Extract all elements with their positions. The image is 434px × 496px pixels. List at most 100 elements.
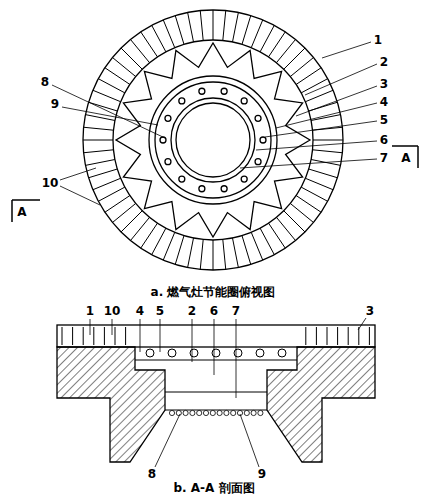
callout-number: 3 [380, 78, 388, 90]
callout-number: 8 [148, 468, 156, 480]
callout-number: 7 [232, 305, 240, 317]
air-hole [278, 349, 286, 357]
fin [62, 327, 63, 345]
callout-number: 1 [86, 305, 94, 317]
ring-circle [155, 82, 271, 198]
fin [269, 223, 286, 248]
fin [93, 327, 94, 345]
fin [105, 196, 130, 213]
callout-number: 7 [380, 152, 388, 164]
callout-number: 10 [104, 305, 121, 317]
gas-hole [165, 115, 171, 121]
fin [337, 327, 338, 345]
fin [163, 20, 174, 48]
callout-number: 9 [258, 468, 266, 480]
fin [113, 203, 136, 222]
caption: a. 燃气灶节能圈俯视图 [151, 286, 276, 298]
star-ring [116, 43, 310, 237]
bottom-hole [244, 410, 249, 415]
air-hole [168, 349, 176, 357]
fin [284, 48, 305, 69]
fin [104, 327, 105, 345]
fin [188, 238, 194, 267]
bottom-hole [251, 410, 256, 415]
fin [348, 327, 349, 345]
fin [72, 327, 73, 345]
outer-circle [83, 10, 343, 270]
air-hole [190, 349, 198, 357]
fin [188, 12, 194, 41]
fin [213, 240, 214, 270]
gas-hole [221, 186, 227, 192]
fin [152, 25, 166, 51]
gas-hole [179, 176, 185, 182]
fin [200, 11, 203, 41]
fin [175, 236, 184, 265]
bottom-hole [190, 410, 195, 415]
fin [309, 169, 338, 178]
callout-number: 3 [366, 305, 374, 317]
fin [89, 169, 118, 178]
fin [83, 140, 113, 141]
fin [296, 196, 321, 213]
bottom-hole [176, 410, 181, 415]
fin [121, 48, 142, 69]
fin [305, 327, 306, 345]
fin [313, 150, 343, 153]
callout-number: 10 [42, 177, 59, 189]
fin [83, 327, 84, 345]
fin [316, 327, 317, 345]
fin [98, 79, 124, 93]
callout-number: 4 [380, 96, 388, 108]
bottom-hole [203, 410, 208, 415]
fin [223, 240, 226, 270]
fin [296, 68, 321, 85]
ring-circle [149, 76, 277, 204]
fin [141, 223, 158, 248]
fin [305, 178, 333, 189]
fin-inner-circle [113, 40, 313, 240]
fin [242, 236, 251, 265]
leader-lines [90, 318, 366, 467]
fin [131, 40, 150, 63]
gas-hole [241, 176, 247, 182]
fin [141, 32, 158, 57]
gas-hole [255, 159, 261, 165]
callout-number: 5 [156, 305, 164, 317]
fin [152, 228, 166, 254]
fin [327, 327, 328, 345]
section-view [57, 325, 375, 462]
callout-number: 1 [374, 34, 382, 46]
fin [223, 11, 226, 41]
gas-hole [179, 98, 185, 104]
inner-circle [171, 98, 255, 182]
gas-hole [260, 137, 266, 143]
fin [260, 25, 274, 51]
bottom-hole [258, 410, 263, 415]
leader-lines [12, 42, 418, 222]
inner-circle [176, 103, 250, 177]
air-hole [234, 349, 242, 357]
gas-hole [199, 186, 205, 192]
fin [98, 187, 124, 201]
fin [260, 228, 274, 254]
callout-number: 2 [188, 305, 196, 317]
section-mark: A [17, 206, 26, 218]
caption: b. A-A 剖面图 [173, 482, 254, 494]
air-hole [146, 349, 154, 357]
fin [121, 211, 142, 232]
fin [89, 102, 118, 111]
bottom-hole [197, 410, 202, 415]
fin [233, 12, 239, 41]
callout-number: 6 [380, 134, 388, 146]
fin [131, 217, 150, 240]
gas-hole [199, 88, 205, 94]
fin [93, 90, 121, 101]
callout-number: 8 [41, 76, 49, 88]
bottom-hole [169, 410, 174, 415]
bottom-hole [224, 410, 229, 415]
bottom-hole [217, 410, 222, 415]
top-view [83, 10, 343, 270]
fin [85, 115, 114, 121]
